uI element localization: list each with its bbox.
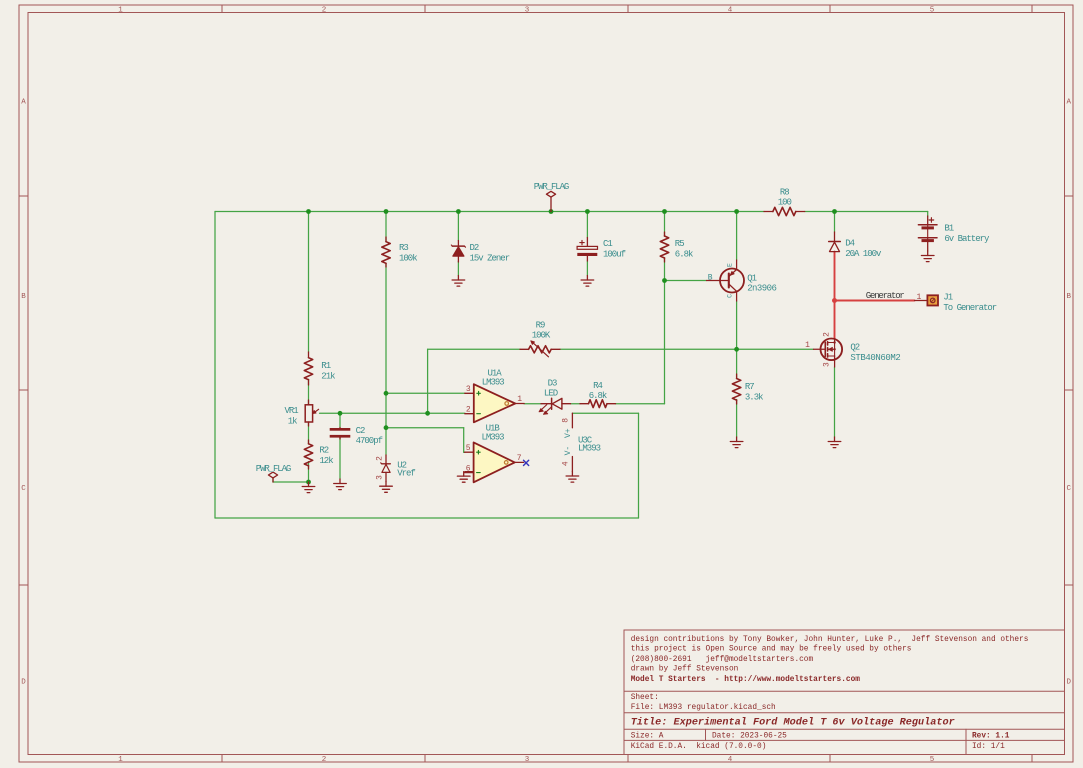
svg-text:B: B <box>1066 293 1071 301</box>
svg-text:R9: R9 <box>536 320 545 330</box>
svg-text:D: D <box>21 679 26 687</box>
svg-text:4: 4 <box>728 6 733 14</box>
svg-text:LM393: LM393 <box>482 432 505 442</box>
svg-text:VR1: VR1 <box>284 406 298 416</box>
svg-text:LM393: LM393 <box>482 378 505 388</box>
svg-text:2: 2 <box>322 756 327 764</box>
svg-text:(208)800-2691 jeff@modeltsta: (208)800-2691 jeff@modeltstarters.com <box>631 656 814 664</box>
svg-text:A: A <box>21 99 26 107</box>
svg-text:STB40N60M2: STB40N60M2 <box>850 353 900 363</box>
svg-text:3: 3 <box>525 6 530 14</box>
svg-text:B: B <box>21 293 26 301</box>
svg-text:U2: U2 <box>397 460 406 470</box>
svg-text:1: 1 <box>118 756 123 764</box>
svg-text:V+: V+ <box>564 428 573 438</box>
svg-text:LED: LED <box>544 389 558 399</box>
svg-text:1: 1 <box>118 6 123 14</box>
svg-text:100uf: 100uf <box>603 250 626 260</box>
svg-text:E: E <box>727 263 734 267</box>
svg-text:U1B: U1B <box>486 424 501 434</box>
svg-text:20A 100v: 20A 100v <box>845 249 882 259</box>
svg-text:D2: D2 <box>470 243 479 253</box>
svg-text:U3C: U3C <box>578 435 593 445</box>
svg-text:Size: A: Size: A <box>631 733 664 741</box>
svg-text:6: 6 <box>466 464 471 473</box>
svg-text:21k: 21k <box>321 372 335 382</box>
svg-text:C: C <box>1066 485 1071 493</box>
svg-text:PWR_FLAG: PWR_FLAG <box>256 464 291 474</box>
svg-text:15v Zener: 15v Zener <box>470 253 510 263</box>
svg-text:design contributions by Tony B: design contributions by Tony Bowker, Joh… <box>631 636 1029 644</box>
svg-text:3.3k: 3.3k <box>745 393 763 403</box>
svg-text:C: C <box>21 485 26 493</box>
svg-text:LM393: LM393 <box>578 444 601 454</box>
svg-text:Date: 2023-06-25: Date: 2023-06-25 <box>712 733 787 741</box>
svg-text:6v Battery: 6v Battery <box>944 234 990 244</box>
svg-text:R5: R5 <box>675 239 684 249</box>
svg-text:1: 1 <box>805 341 810 350</box>
svg-text:Id: 1/1: Id: 1/1 <box>972 743 1005 751</box>
svg-text:Q2: Q2 <box>850 343 859 353</box>
svg-text:C2: C2 <box>356 426 365 436</box>
svg-text:3: 3 <box>376 475 385 480</box>
svg-text:B1: B1 <box>944 223 953 233</box>
svg-text:Q1: Q1 <box>747 273 756 283</box>
svg-text:4: 4 <box>728 756 733 764</box>
svg-text:Rev: 1.1: Rev: 1.1 <box>972 733 1010 741</box>
svg-text:3: 3 <box>822 362 831 367</box>
svg-text:8: 8 <box>561 418 570 423</box>
svg-text:100K: 100K <box>532 331 551 341</box>
svg-text:5: 5 <box>930 756 935 764</box>
svg-text:R1: R1 <box>321 361 330 371</box>
svg-text:R3: R3 <box>399 243 408 253</box>
svg-text:R7: R7 <box>745 382 754 392</box>
svg-text:Model T Starters - http://www: Model T Starters - http://www.modeltstar… <box>631 676 861 684</box>
svg-text:4: 4 <box>561 461 570 466</box>
svg-text:Title: Experimental Ford Model: Title: Experimental Ford Model T 6v Volt… <box>631 717 955 729</box>
svg-text:To Generator: To Generator <box>943 303 996 313</box>
svg-text:V-: V- <box>564 446 573 456</box>
svg-text:3: 3 <box>466 385 471 394</box>
svg-text:7: 7 <box>517 454 522 463</box>
svg-text:B: B <box>708 273 713 282</box>
svg-text:J1: J1 <box>943 293 952 303</box>
svg-text:Vref: Vref <box>397 469 415 479</box>
svg-text:1: 1 <box>916 293 921 302</box>
svg-text:KiCad E.D.A. kicad (7.0.0-0): KiCad E.D.A. kicad (7.0.0-0) <box>631 743 767 751</box>
svg-text:1k: 1k <box>288 417 297 427</box>
svg-text:A: A <box>1066 99 1071 107</box>
svg-text:D3: D3 <box>548 378 557 388</box>
svg-text:Generator: Generator <box>866 291 905 301</box>
svg-text:12k: 12k <box>319 456 333 466</box>
svg-text:6.8k: 6.8k <box>589 391 607 401</box>
svg-text:2n3906: 2n3906 <box>747 284 776 294</box>
svg-text:D: D <box>1066 679 1071 687</box>
svg-text:100: 100 <box>778 198 792 208</box>
svg-text:2: 2 <box>466 405 471 414</box>
svg-text:R8: R8 <box>780 187 789 197</box>
svg-text:2: 2 <box>376 456 385 461</box>
svg-text:Sheet:: Sheet: <box>631 694 659 702</box>
svg-text:3: 3 <box>525 756 530 764</box>
svg-text:D4: D4 <box>845 238 854 248</box>
svg-text:U1A: U1A <box>488 369 503 379</box>
svg-text:C: C <box>727 294 734 298</box>
svg-text:100k: 100k <box>399 253 417 263</box>
svg-text:PWR_FLAG: PWR_FLAG <box>534 182 569 192</box>
svg-text:2: 2 <box>822 332 831 337</box>
svg-text:File: LM393 regulator.kicad_sc: File: LM393 regulator.kicad_sch <box>631 704 776 712</box>
svg-text:R2: R2 <box>319 446 328 456</box>
svg-text:6.8k: 6.8k <box>675 249 693 259</box>
svg-text:5: 5 <box>466 444 471 453</box>
svg-text:drawn by Jeff Stevenson: drawn by Jeff Stevenson <box>631 666 739 674</box>
svg-text:R4: R4 <box>593 381 602 391</box>
svg-text:5: 5 <box>930 6 935 14</box>
svg-text:1: 1 <box>517 395 522 404</box>
svg-text:this project is Open Source an: this project is Open Source and may be f… <box>631 646 912 654</box>
svg-text:C1: C1 <box>603 239 612 249</box>
svg-text:4700pf: 4700pf <box>356 436 383 446</box>
svg-text:2: 2 <box>322 6 327 14</box>
